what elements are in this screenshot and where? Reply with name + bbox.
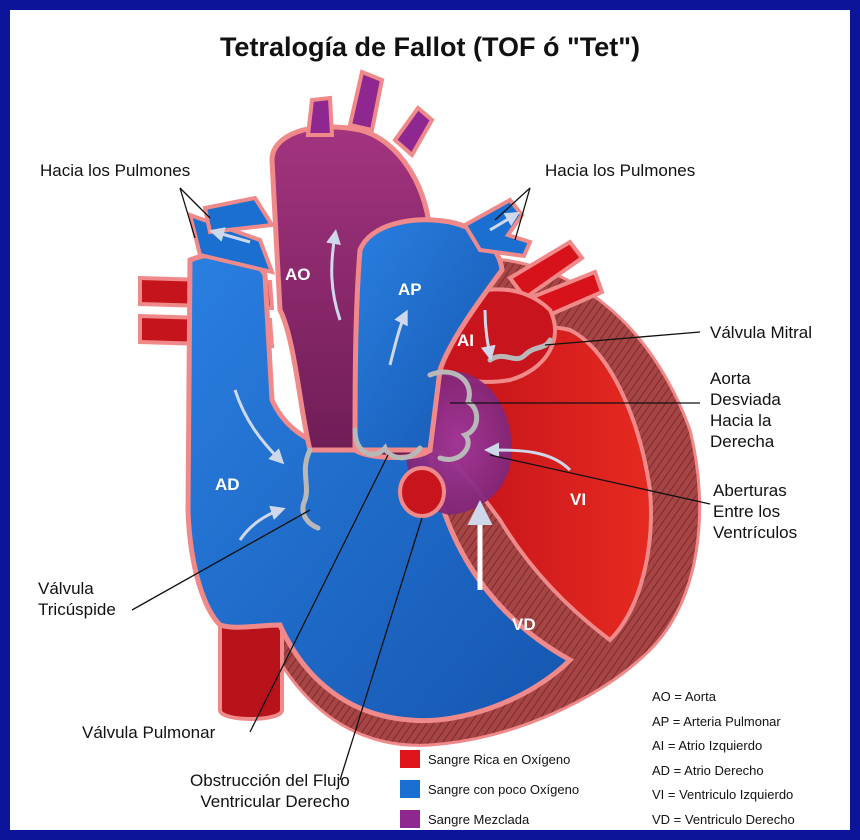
abbreviation-key: AO = Aorta AP = Arteria Pulmonar AI = At… [652,685,795,830]
legend-text: Sangre con poco Oxígeno [428,782,579,797]
label-obstruccion-line: Obstrucción del Flujo [190,770,350,791]
label-obstruccion-line: Ventricular Derecho [190,791,350,812]
abbreviation-item: AP = Arteria Pulmonar [652,710,795,735]
aorta-branch-3 [395,108,432,155]
legend-swatch-blue [400,780,420,798]
label-aorta-desviada-line: Desviada [710,389,781,410]
aorta-branch-1 [308,98,332,135]
abbreviation-item: VI = Ventriculo Izquierdo [652,783,795,808]
chamber-label-vi: VI [570,490,586,510]
aorta-branch-2 [350,72,382,130]
legend-swatch-purple [400,810,420,828]
legend-item-mixed: Sangre Mezclada [400,808,529,830]
label-aorta-desviada-line: Derecha [710,431,781,452]
label-aberturas-line: Ventrículos [713,522,797,543]
abbreviation-item: AO = Aorta [652,685,795,710]
chamber-label-ap: AP [398,280,422,300]
label-hacia-pulmones-left: Hacia los Pulmones [40,160,190,181]
pulmonary-artery-left-branch-2 [205,198,272,232]
legend-item-oxygen-poor: Sangre con poco Oxígeno [400,778,579,800]
diagram-frame: Tetralogía de Fallot (TOF ó "Tet") Hacia… [10,10,850,830]
legend-text: Sangre Rica en Oxígeno [428,752,570,767]
label-obstruccion: Obstrucción del Flujo Ventricular Derech… [190,770,350,812]
abbreviation-item: VD = Ventriculo Derecho [652,808,795,831]
legend-text: Sangre Mezclada [428,812,529,827]
label-hacia-pulmones-right: Hacia los Pulmones [545,160,695,181]
label-aorta-desviada-line: Hacia la [710,410,781,431]
chamber-label-ao: AO [285,265,311,285]
label-aorta-desviada-line: Aorta [710,368,781,389]
label-aberturas-line: Entre los [713,501,797,522]
abbreviation-item: AI = Atrio Izquierdo [652,734,795,759]
ventricular-septal-defect [400,468,444,516]
abbreviation-item: AD = Atrio Derecho [652,759,795,784]
label-valvula-mitral: Válvula Mitral [710,322,812,343]
diagram-title: Tetralogía de Fallot (TOF ó "Tet") [10,32,850,63]
legend-swatch-red [400,750,420,768]
chamber-label-ad: AD [215,475,240,495]
chamber-label-ai: AI [457,331,474,351]
label-aberturas: Aberturas Entre los Ventrículos [713,480,797,543]
legend-item-oxygen-rich: Sangre Rica en Oxígeno [400,748,570,770]
label-tricuspide-line: Tricúspide [38,599,116,620]
label-aorta-desviada: Aorta Desviada Hacia la Derecha [710,368,781,452]
label-tricuspide-line: Válvula [38,578,116,599]
label-valvula-pulmonar: Válvula Pulmonar [82,722,215,743]
label-aberturas-line: Aberturas [713,480,797,501]
label-valvula-tricuspide: Válvula Tricúspide [38,578,116,620]
chamber-label-vd: VD [512,615,536,635]
